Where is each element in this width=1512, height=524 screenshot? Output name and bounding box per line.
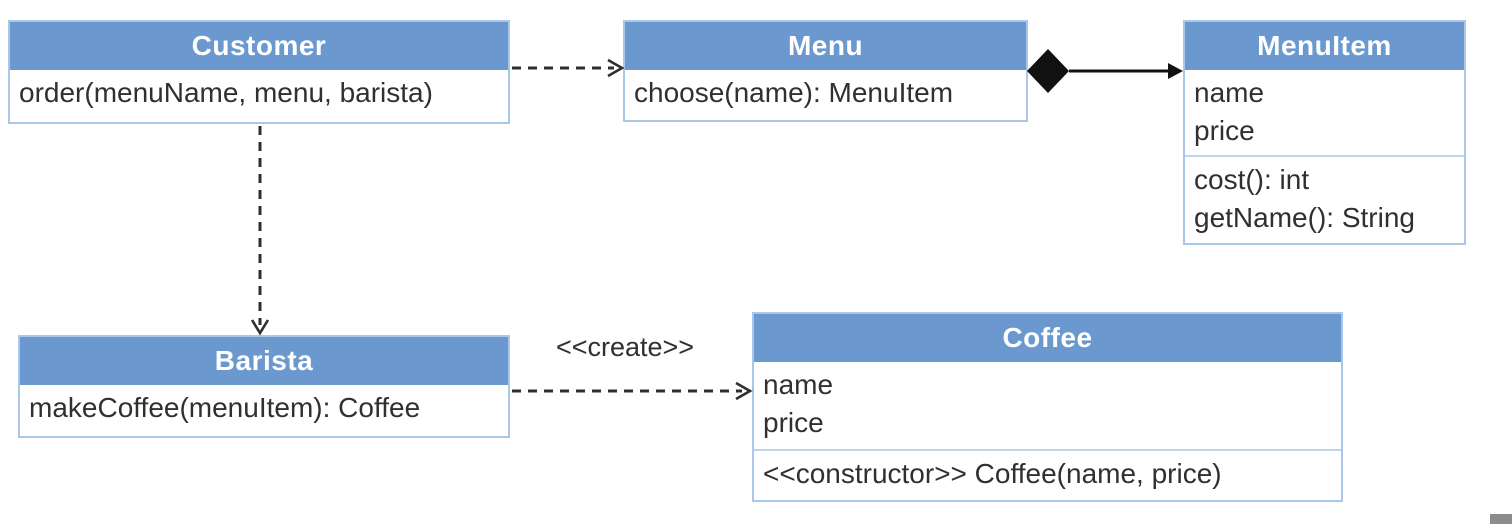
class-menu: Menu choose(name): MenuItem xyxy=(623,20,1028,122)
class-menu-methods: choose(name): MenuItem xyxy=(625,70,1026,114)
attribute-label: name xyxy=(763,369,834,400)
class-menuitem-methods: cost(): int getName(): String xyxy=(1185,155,1464,243)
dependency-arrow-customer-barista xyxy=(250,126,270,336)
method-label: cost(): int xyxy=(1194,164,1310,195)
method-label: order(menuName, menu, barista) xyxy=(19,77,433,108)
create-stereotype-label: <<create>> xyxy=(555,332,695,362)
class-barista: Barista makeCoffee(menuItem): Coffee xyxy=(18,335,510,438)
class-menu-title: Menu xyxy=(625,22,1026,70)
attribute-label: name xyxy=(1194,77,1265,108)
arrowhead-icon xyxy=(1168,63,1183,79)
class-barista-title: Barista xyxy=(20,337,508,385)
class-customer-title: Customer xyxy=(10,22,508,70)
composition-diamond xyxy=(1027,49,1069,93)
class-coffee-constructor: <<constructor>> Coffee(name, price) xyxy=(754,449,1341,499)
attribute-label: price xyxy=(1194,115,1255,146)
class-menuitem: MenuItem name price cost(): int getName(… xyxy=(1183,20,1466,245)
class-barista-methods: makeCoffee(menuItem): Coffee xyxy=(20,385,508,429)
class-menuitem-attributes: name price xyxy=(1185,70,1464,155)
class-coffee: Coffee name price <<constructor>> Coffee… xyxy=(752,312,1343,502)
class-coffee-attributes: name price xyxy=(754,362,1341,449)
dependency-arrow-barista-coffee xyxy=(512,381,753,401)
attribute-label: price xyxy=(763,407,824,438)
method-label: makeCoffee(menuItem): Coffee xyxy=(29,392,421,423)
scrollbar-thumb-fragment[interactable] xyxy=(1490,514,1512,524)
dependency-arrow-customer-menu xyxy=(512,58,625,78)
class-customer-methods: order(menuName, menu, barista) xyxy=(10,70,508,114)
method-label: <<constructor>> Coffee(name, price) xyxy=(763,458,1222,489)
method-label: choose(name): MenuItem xyxy=(634,77,954,108)
class-customer: Customer order(menuName, menu, barista) xyxy=(8,20,510,124)
class-menuitem-title: MenuItem xyxy=(1185,22,1464,70)
class-coffee-title: Coffee xyxy=(754,314,1341,362)
composition-edge-menu-menuitem xyxy=(1027,49,1183,93)
method-label: getName(): String xyxy=(1194,202,1415,233)
